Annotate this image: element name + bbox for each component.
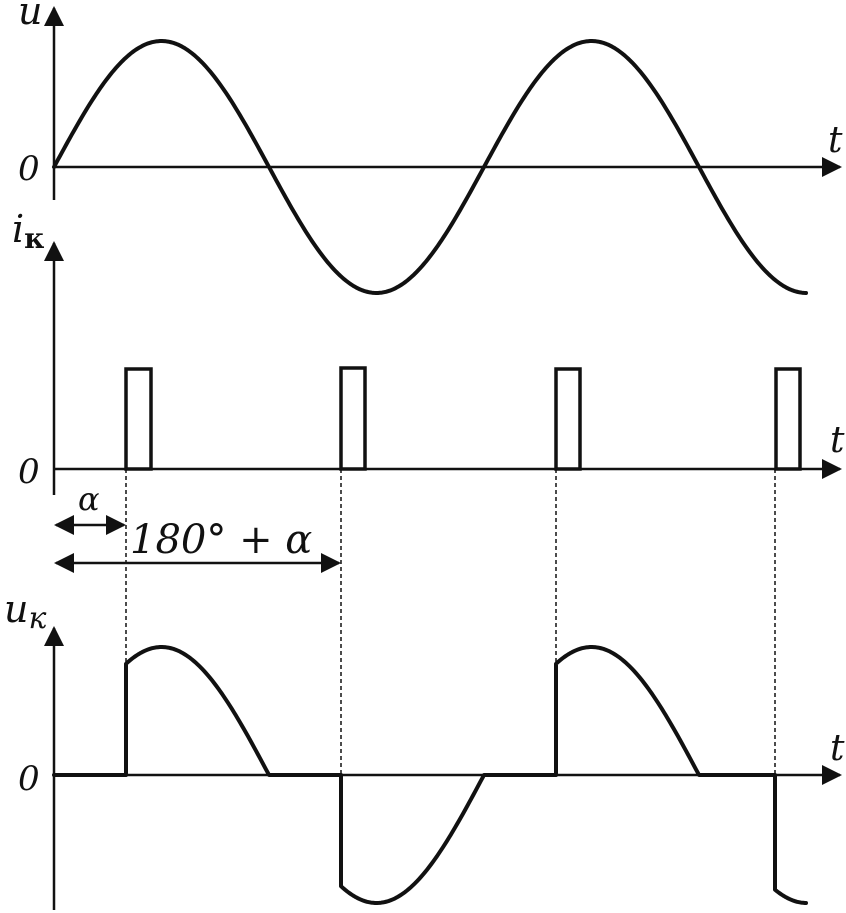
uk-axis-label-sub: к xyxy=(28,601,46,636)
uk-axis-label: uк xyxy=(4,587,46,636)
ik-axis-label-sub: к xyxy=(24,222,44,255)
u-time-label: t xyxy=(828,120,843,161)
current-pulse xyxy=(124,367,153,471)
current-pulse xyxy=(339,366,367,471)
uk-axis-label-main: u xyxy=(4,587,28,631)
uk-time-label: t xyxy=(830,728,845,769)
alpha-label: α xyxy=(78,480,100,518)
uk-zero-label: 0 xyxy=(18,759,40,799)
ik-time-label: t xyxy=(830,420,845,461)
current-pulse xyxy=(554,367,582,471)
guide-lines xyxy=(125,469,776,775)
ik-axis-label-main: i xyxy=(12,207,24,251)
angle-dimensions: α 180° + α xyxy=(54,480,341,573)
uk-waveform xyxy=(52,645,808,905)
u-axis-label: u xyxy=(18,0,42,33)
shift-label: 180° + α xyxy=(130,517,312,563)
u-sine-wave xyxy=(52,39,808,295)
voltage-panel: u t 0 xyxy=(18,0,843,295)
u-zero-label: 0 xyxy=(18,149,40,189)
ik-zero-label: 0 xyxy=(18,452,40,492)
current-pulse xyxy=(774,367,802,471)
capacitor-voltage-panel: uк t 0 xyxy=(4,587,845,910)
ik-axis-label: iк xyxy=(12,207,44,255)
current-panel: iк t 0 xyxy=(12,207,845,495)
